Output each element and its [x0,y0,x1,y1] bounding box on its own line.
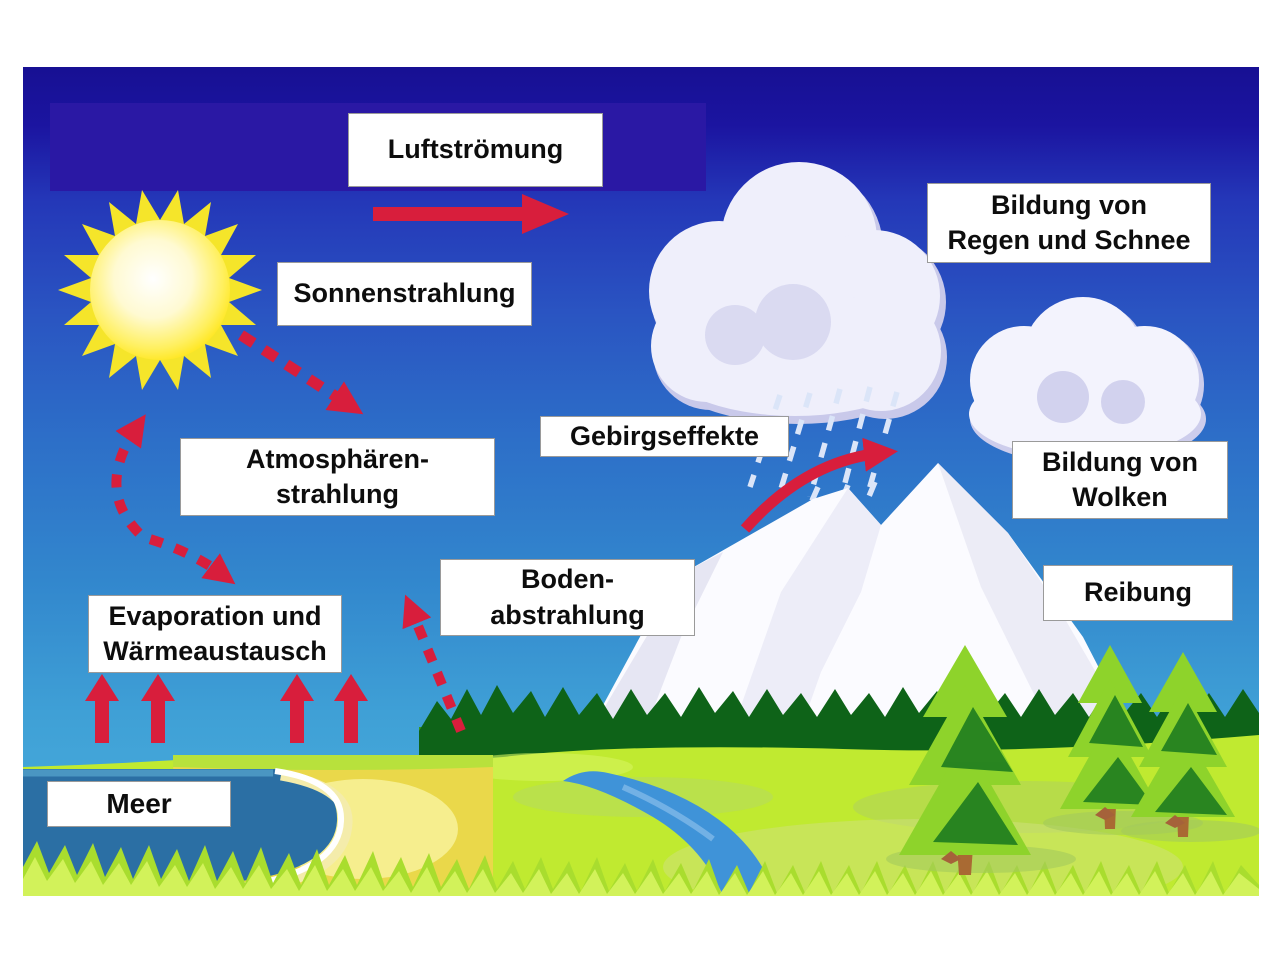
label-reibung: Reibung [1043,565,1233,621]
label-text-line1: Evaporation und [108,600,322,631]
label-text: Sonnenstrahlung [293,278,516,309]
river-area [563,771,775,896]
grass-fringe [23,841,1259,896]
evaporation-arrow-icon [85,674,368,743]
rain-cloud-icon [649,162,947,424]
label-text-line2: Regen und Schnee [947,225,1191,255]
label-evaporation: Evaporation und Wärmeaustausch [88,595,342,673]
label-meer: Meer [47,781,231,827]
evergreen-tree-icon [886,645,1259,875]
diagram-canvas: Luftströmung Sonnenstrahlung Bildung von… [23,67,1259,896]
label-text-line2: abstrahlung [490,599,645,630]
label-bildung-regen-schnee: Bildung von Regen und Schnee [927,183,1211,263]
label-bodenabstrahlung: Boden- abstrahlung [440,559,695,636]
label-text: Luftströmung [387,134,564,165]
label-text-line1: Bildung von [991,189,1147,220]
label-gebirgseffekte: Gebirgseffekte [540,416,789,457]
label-luftstroemung: Luftströmung [348,113,603,187]
label-text-line1: Bildung von [1042,446,1198,477]
label-atmosphaerenstrahlung: Atmosphären- strahlung [180,438,495,516]
air-current-arrow-icon [373,194,569,234]
label-text-line1: Atmosphären- [245,443,429,474]
label-text: Gebirgseffekte [569,420,760,451]
ground-radiation-arrow-icon [402,594,466,733]
solar-radiation-arrow-icon [238,330,364,415]
label-text-line1: Boden- [521,564,614,595]
sun-icon [58,190,262,390]
grass-fringe-light [23,857,1259,896]
label-text-line2: strahlung [275,479,399,509]
cloud-icon [969,297,1206,465]
label-sonnenstrahlung: Sonnenstrahlung [277,262,532,326]
label-text-line2: Wolken [1072,482,1168,512]
mountain-effect-arrow-icon [740,437,898,533]
label-text: Meer [106,787,172,819]
label-bildung-wolken: Bildung von Wolken [1012,441,1228,519]
label-text-line2: Wärmeaustausch [103,636,327,666]
atmospheric-radiation-arrow-icon [111,414,236,585]
flow-arrows [85,194,898,743]
label-text: Reibung [1084,577,1192,608]
